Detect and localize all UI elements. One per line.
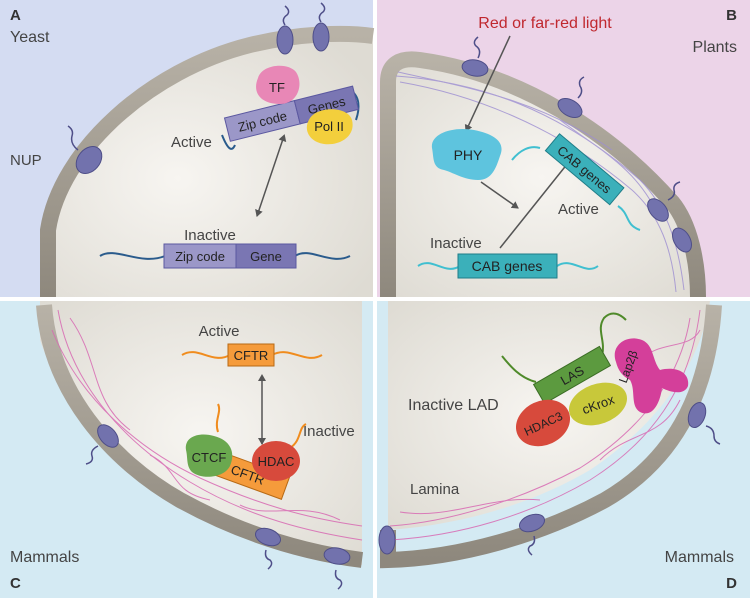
pore-filaments-b <box>473 36 681 201</box>
dna-lad-left <box>501 355 537 383</box>
cab-genes-label-inactive: CAB genes <box>472 258 543 274</box>
arrow-phy-to-genes <box>480 181 519 209</box>
nuclear-pore-b <box>461 59 692 253</box>
organism-label-b: Plants <box>693 39 737 56</box>
arrow-inactive-to-active-b <box>499 157 573 249</box>
phy-protein <box>431 128 502 180</box>
phy-label: PHY <box>454 147 483 163</box>
tf-label: TF <box>269 80 285 95</box>
inactive-label-a: Inactive <box>184 227 236 244</box>
light-label: Red or far-red light <box>478 15 612 32</box>
active-label-a: Active <box>171 134 212 151</box>
panel-d: LAS Lap2β cKrox HDAC3 Inactive LAD Lamin… <box>378 301 737 592</box>
pore-filaments-d <box>527 425 721 556</box>
hdac-label: HDAC <box>258 454 295 469</box>
dna-active-tail-b <box>617 205 641 231</box>
nuclear-envelope-c <box>36 304 364 568</box>
lamina-filaments-c <box>51 309 363 541</box>
panel-letter-a: A <box>10 7 21 24</box>
active-gene-complex: Zip code Genes <box>223 85 360 142</box>
nup-label: NUP <box>10 152 42 169</box>
zip-code-label-inactive: Zip code <box>175 249 225 264</box>
panel-a: Zip code Genes TF Pol II Zip code Gene I… <box>10 2 375 298</box>
hdac3-protein <box>515 399 571 447</box>
ctcf-label: CTCF <box>192 450 227 465</box>
las-box <box>532 345 612 405</box>
organism-label-d: Mammals <box>665 549 734 566</box>
nuclear-pore-a <box>75 22 330 174</box>
active-label-c: Active <box>199 323 240 340</box>
nuclear-pore-d <box>378 401 707 555</box>
ckrox-protein <box>568 382 628 426</box>
pol2-label: Pol II <box>314 119 344 134</box>
cftr-label-active: CFTR <box>234 348 269 363</box>
panel-c: Active CFTR Inactive CFTR CTCF HDAC Mamm… <box>10 301 364 592</box>
hdac-protein <box>252 441 300 481</box>
dna-inactive-c <box>215 403 221 433</box>
pore-filaments-c <box>85 445 343 590</box>
panel-letter-b: B <box>726 7 737 24</box>
lap2b-protein <box>614 338 689 414</box>
cab-genes-box-inactive <box>457 253 558 279</box>
organism-label-a: Yeast <box>10 29 50 46</box>
inactive-lad-label: Inactive LAD <box>408 397 499 414</box>
nucleoplasm-b <box>384 57 700 297</box>
gene-label: Gene <box>250 249 282 264</box>
nuclear-envelope-a <box>40 25 375 297</box>
panel-letter-c: C <box>10 575 21 592</box>
dna-active-a <box>221 134 236 150</box>
lamina-label: Lamina <box>410 481 460 498</box>
dna-inactive-right-a <box>294 252 351 260</box>
nuclear-pore-c <box>97 424 351 565</box>
dna-active-left-c <box>181 351 231 359</box>
inactive-label-c: Inactive <box>303 423 355 440</box>
gene-box <box>235 243 297 269</box>
dna-inactive-left-a <box>99 252 166 260</box>
organism-label-c: Mammals <box>10 549 79 566</box>
dna-inactive-left-b <box>417 262 461 270</box>
zip-code-box-inactive <box>163 243 237 269</box>
pol2-protein <box>306 109 353 145</box>
dna-lad-right <box>599 312 627 357</box>
cab-genes-box-active <box>544 133 625 206</box>
pore-filaments-a <box>67 2 326 151</box>
dna-inactive-right-b <box>556 262 599 270</box>
dna-active-b <box>511 146 541 161</box>
panel-letter-d: D <box>726 575 737 592</box>
arrow-active-inactive-a <box>255 134 287 217</box>
inactive-label-b: Inactive <box>430 235 482 252</box>
dna-active-right-c <box>271 351 323 359</box>
panel-b: Red or far-red light PHY CAB genes Activ… <box>380 7 737 298</box>
nuclear-envelope-d <box>380 304 722 569</box>
ctcf-protein <box>185 434 233 477</box>
arrow-light-to-phy <box>464 35 511 132</box>
active-label-b: Active <box>558 201 599 218</box>
tf-protein <box>256 65 300 104</box>
cftr-box-active <box>227 343 275 367</box>
dna-inactive-tail-c <box>289 423 307 449</box>
